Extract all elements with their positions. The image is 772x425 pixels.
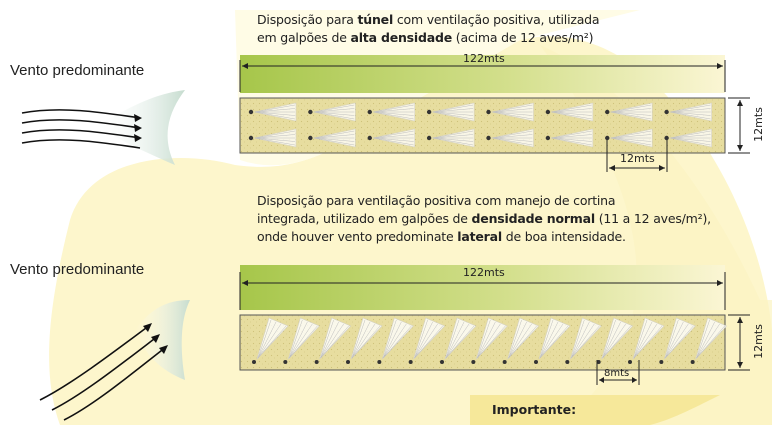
important-title: Importante: <box>492 402 577 417</box>
fan-jet <box>471 317 508 364</box>
caption-text: em galpões de <box>257 30 351 45</box>
fan-jet <box>314 317 352 364</box>
tunnel-length-band <box>240 55 725 93</box>
fan-jet <box>690 317 728 364</box>
wind-arrows-top <box>21 90 185 165</box>
caption-text: de boa intensidade. <box>501 229 626 244</box>
fan-jet <box>486 128 534 148</box>
fan-jet <box>367 102 416 122</box>
caption-bold: alta densidade <box>350 30 453 45</box>
fan-jet <box>248 128 297 148</box>
tunnel-fans <box>248 102 712 148</box>
fan-jet <box>534 317 571 364</box>
fan-jet <box>308 128 356 148</box>
lateral-spacing-label: 8mts <box>604 368 630 379</box>
fan-jet <box>565 317 602 364</box>
fan-jet <box>346 317 383 364</box>
wind-arrows-bottom <box>39 300 190 421</box>
fan-jet <box>252 317 289 364</box>
tunnel-length-label: 122mts <box>463 52 505 65</box>
caption-bold: túnel <box>357 12 394 27</box>
fan-jet <box>628 317 665 364</box>
fan-jet <box>283 317 320 364</box>
lateral-length-band <box>240 265 725 310</box>
lateral-width-label: 12mts <box>751 324 765 359</box>
caption-text: integrada, utilizado em galpões de <box>257 211 472 226</box>
caption-text: com ventilação positiva, utilizada <box>393 12 600 27</box>
caption-text: onde houver vento predominate <box>257 229 458 244</box>
fan-jet <box>605 128 653 148</box>
fan-jet <box>440 317 477 364</box>
lateral-length-label: 122mts <box>463 266 505 279</box>
fan-jet <box>664 102 712 122</box>
lateral-caption: Disposição para ventilação positiva com … <box>257 192 711 246</box>
fan-jet <box>308 102 356 122</box>
caption-text: Disposição para ventilação positiva com … <box>257 193 616 208</box>
fan-jet <box>664 128 712 148</box>
caption-text: Disposição para <box>257 12 358 27</box>
fan-jet <box>486 102 534 122</box>
wind-label-bottom: Vento predominante <box>10 261 145 278</box>
caption-bold: lateral <box>457 229 502 244</box>
fan-jet <box>248 102 297 122</box>
fan-jet <box>605 102 653 122</box>
fan-jet <box>426 128 475 148</box>
tunnel-width-label: 12mts <box>751 107 765 142</box>
caption-text: (acima de 12 aves/m²) <box>452 30 594 45</box>
fan-jet <box>502 317 540 364</box>
wind-label-top: Vento predominante <box>10 62 145 79</box>
tunnel-caption: Disposição para túnel com ventilação pos… <box>257 11 600 47</box>
tunnel-spacing-label: 12mts <box>620 152 655 165</box>
fan-jet <box>377 317 414 364</box>
fan-jet <box>408 317 446 364</box>
fan-jet <box>545 102 594 122</box>
fan-jet <box>545 128 594 148</box>
important-banner <box>470 395 720 425</box>
caption-text: (11 a 12 aves/m²), <box>594 211 711 226</box>
fan-jet <box>596 317 634 364</box>
fan-jet <box>659 317 696 364</box>
lateral-fans <box>252 317 728 364</box>
fan-jet <box>426 102 475 122</box>
fan-jet <box>367 128 416 148</box>
caption-bold: densidade normal <box>471 211 596 226</box>
